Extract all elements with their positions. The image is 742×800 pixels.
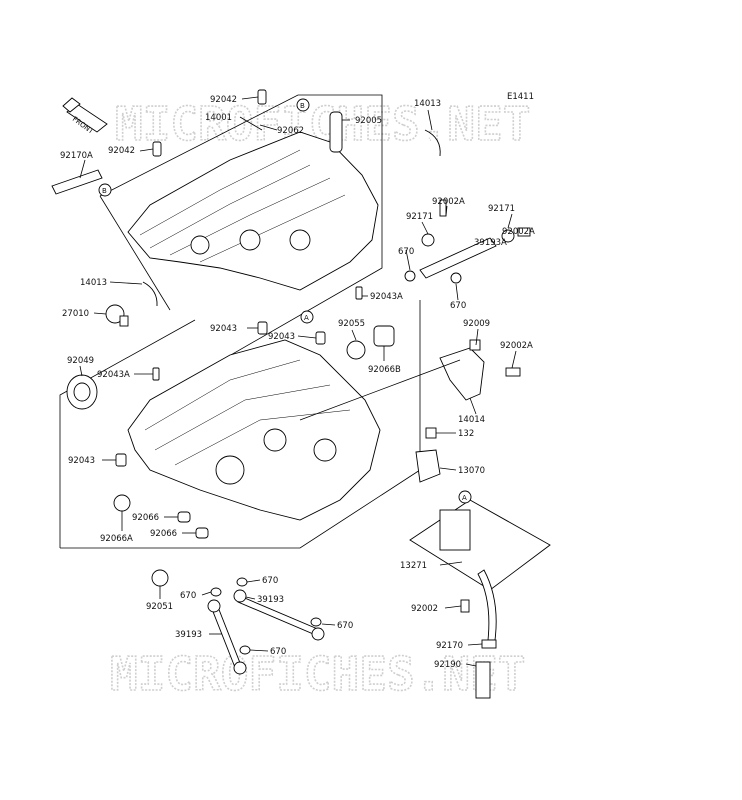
part-label: 92066A xyxy=(100,534,133,544)
oil-pipe-39193A xyxy=(404,199,531,284)
callout-b-left: B xyxy=(98,183,112,197)
part-label: 92066B xyxy=(368,365,401,375)
part-labels: 92042 14001 92062 92042 92170A 92005 140… xyxy=(60,95,535,670)
part-label: 92043 xyxy=(268,332,295,342)
part-label: 13070 xyxy=(458,466,485,476)
part-label: 92042 xyxy=(108,146,135,156)
part-label: 92049 xyxy=(67,356,94,366)
part-label: 670 xyxy=(180,591,196,601)
part-label: 92043A xyxy=(97,370,130,380)
svg-text:A: A xyxy=(462,494,467,502)
part-label: 39193A xyxy=(474,238,507,248)
plug-92066B-icon xyxy=(373,325,395,347)
part-label: 92170A xyxy=(60,151,93,161)
part-label: 670 xyxy=(398,247,414,257)
part-label: 92055 xyxy=(338,319,365,329)
part-label: 92062 xyxy=(277,126,304,136)
callout-a-right: A xyxy=(458,490,472,504)
oil-seal-icon xyxy=(66,374,98,410)
part-label: 92002 xyxy=(411,604,438,614)
oil-pressure-switch-icon xyxy=(105,304,129,327)
o-ring-92055-icon xyxy=(346,340,366,360)
dowel-pins xyxy=(115,89,363,467)
upper-case-frame xyxy=(99,94,383,391)
leader-lines xyxy=(79,96,517,667)
part-label: 92002A xyxy=(502,227,535,237)
part-label: 92009 xyxy=(463,319,490,329)
part-label: 92002A xyxy=(432,197,465,207)
upper-crankcase xyxy=(127,111,379,291)
lower-case-frame xyxy=(59,300,421,549)
part-label: 92005 xyxy=(355,116,382,126)
part-label: 92043A xyxy=(370,292,403,302)
part-label: 14001 xyxy=(205,113,232,123)
part-label: 92043 xyxy=(210,324,237,334)
part-label: 670 xyxy=(262,576,278,586)
part-label: 13271 xyxy=(400,561,427,571)
part-label: 92171 xyxy=(406,212,433,222)
part-label: 39193 xyxy=(175,630,202,640)
part-label: 92051 xyxy=(146,602,173,612)
part-label: 92043 xyxy=(68,456,95,466)
part-label: 39193 xyxy=(257,595,284,605)
part-label: 14013 xyxy=(80,278,107,288)
part-label: 27010 xyxy=(62,309,89,319)
part-label: 92170 xyxy=(436,641,463,651)
part-label: 92066 xyxy=(150,529,177,539)
part-label: 92002A xyxy=(500,341,533,351)
oil-screen-13271 xyxy=(409,499,551,699)
svg-text:B: B xyxy=(300,102,305,110)
part-label: 132 xyxy=(458,429,474,439)
part-label: 92042 xyxy=(210,95,237,105)
breather-plate-14014 xyxy=(299,339,521,421)
wrench-tool-icon xyxy=(51,169,103,195)
watermark-bottom: MICROFICHES.NET xyxy=(110,647,525,701)
part-label: 670 xyxy=(270,647,286,657)
callout-b-top: B xyxy=(296,98,310,112)
svg-text:B: B xyxy=(102,187,107,195)
part-label: 92171 xyxy=(488,204,515,214)
callout-a-top: A xyxy=(300,310,314,324)
part-label: 92190 xyxy=(434,660,461,670)
part-label: 14013 xyxy=(414,99,441,109)
oil-pipe-39193 xyxy=(207,577,325,675)
diagram-id: E1411 xyxy=(507,92,534,102)
part-label: 670 xyxy=(450,301,466,311)
half-rings xyxy=(142,129,441,307)
part-label: 14014 xyxy=(458,415,485,425)
svg-text:A: A xyxy=(304,314,309,322)
front-arrow-icon: FRONT xyxy=(62,97,108,136)
part-label: 670 xyxy=(337,621,353,631)
lower-crankcase xyxy=(127,339,381,521)
part-label: 92066 xyxy=(132,513,159,523)
